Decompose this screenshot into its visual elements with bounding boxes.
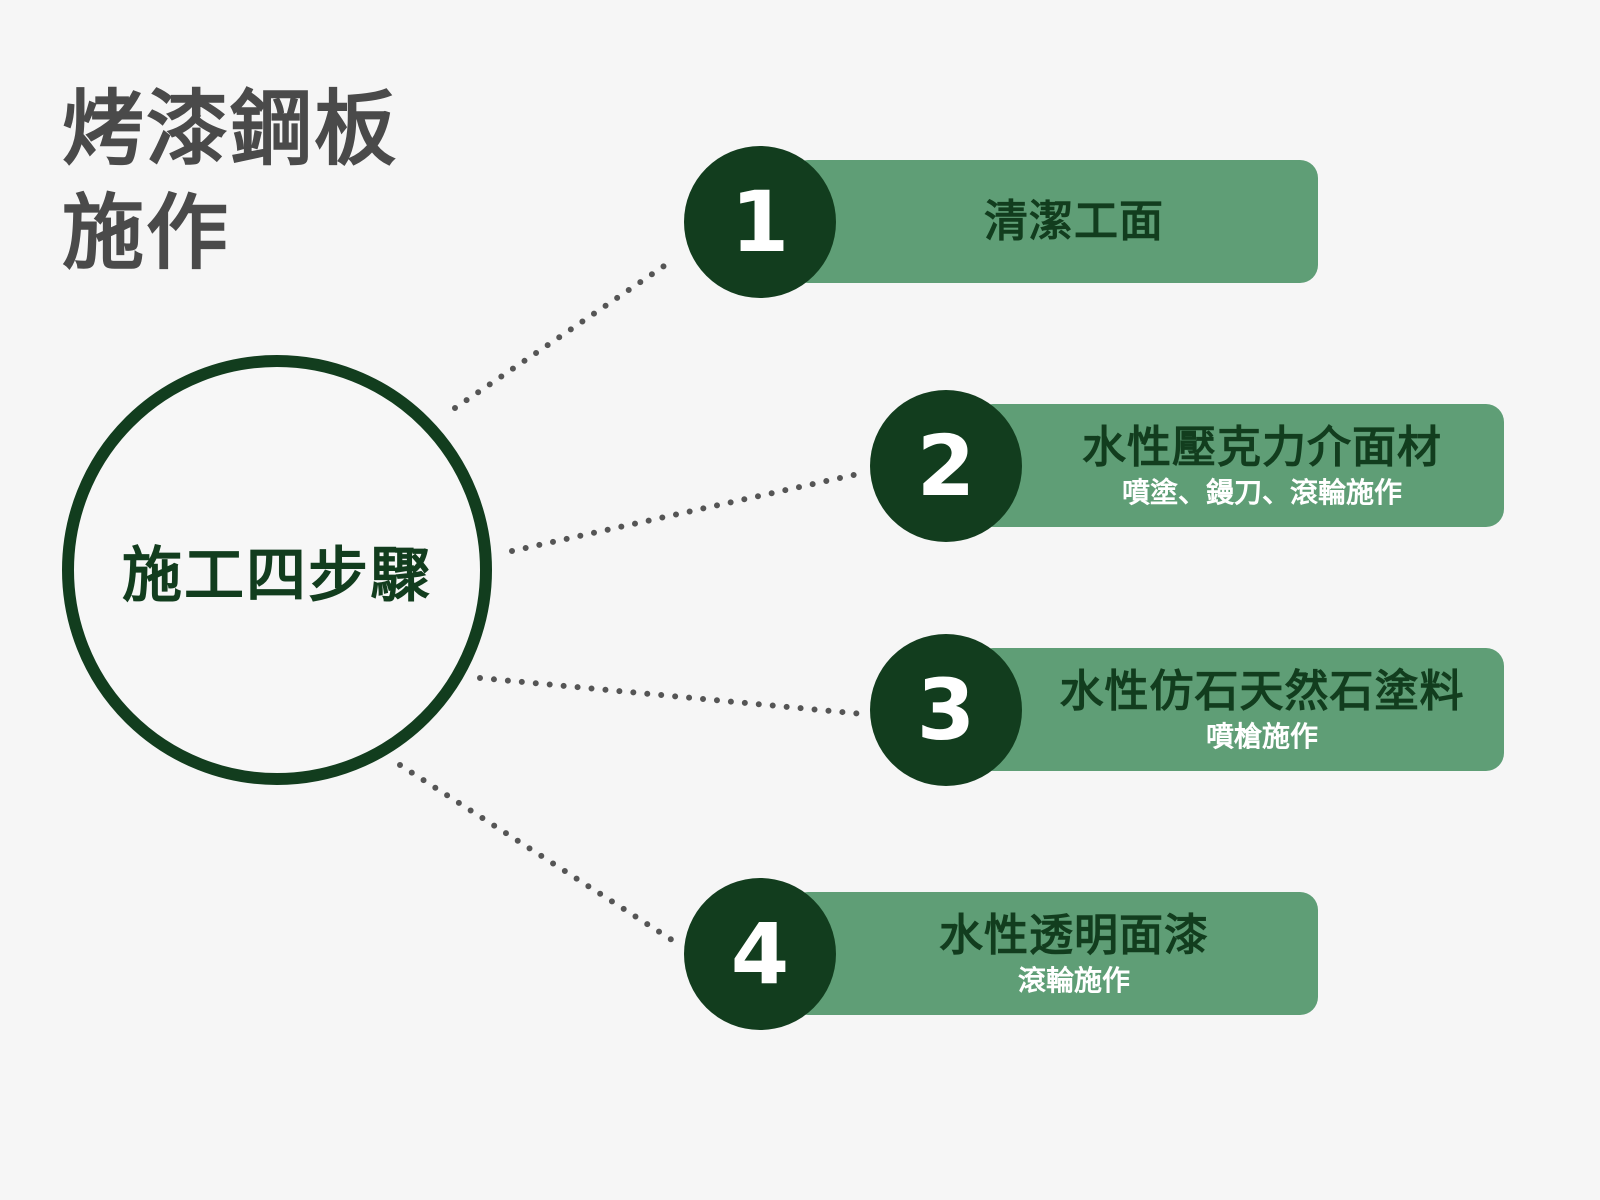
step-3-subtitle: 噴槍施作: [1205, 719, 1318, 753]
step-1-title: 清潔工面: [984, 195, 1164, 247]
step-1-number: 1: [684, 146, 836, 298]
connector-step-2: [509, 471, 861, 554]
page-title: 烤漆鋼板 施作: [62, 78, 398, 286]
title-line-1: 烤漆鋼板: [62, 82, 399, 177]
hub-circle: 施工四步驟: [62, 355, 492, 785]
step-2-number: 2: [870, 390, 1022, 542]
step-3-title: 水性仿石天然石塗料: [1059, 665, 1465, 717]
step-4-box: 水性透明面漆 滾輪施作: [790, 892, 1318, 1015]
step-2-subtitle: 噴塗、鏝刀、滾輪施作: [1121, 475, 1402, 509]
step-2-title: 水性壓克力介面材: [1082, 421, 1442, 473]
connector-step-1: [452, 259, 673, 411]
step-3-box: 水性仿石天然石塗料 噴槍施作: [975, 648, 1504, 771]
connector-step-4: [397, 762, 675, 943]
hub-label: 施工四步驟: [122, 540, 432, 611]
step-4-number: 4: [684, 878, 836, 1030]
connector-step-3: [477, 675, 866, 717]
step-2-box: 水性壓克力介面材 噴塗、鏝刀、滾輪施作: [975, 404, 1504, 527]
step-4-title: 水性透明面漆: [939, 909, 1209, 961]
step-1-box: 清潔工面: [790, 160, 1318, 283]
title-line-2: 施作: [62, 186, 231, 281]
step-3-number: 3: [870, 634, 1022, 786]
step-4-subtitle: 滾輪施作: [1017, 963, 1130, 997]
